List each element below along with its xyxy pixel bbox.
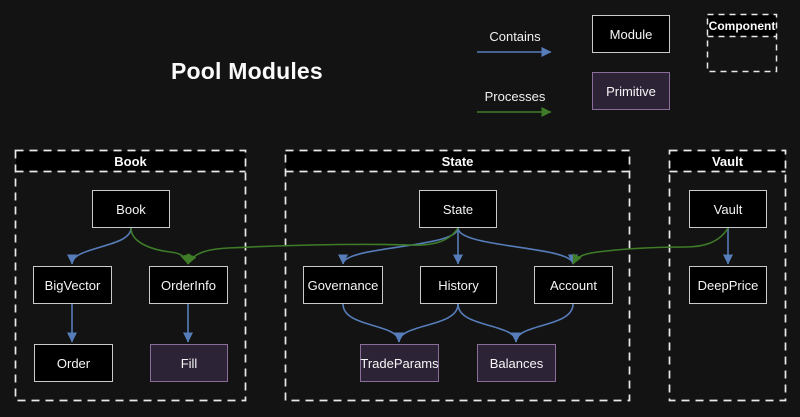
node-tradeparams: TradeParams xyxy=(360,344,439,382)
node-orderinfo: OrderInfo xyxy=(149,266,228,304)
edge-state-governance xyxy=(338,227,459,265)
legend-processes-label: Processes xyxy=(484,89,546,104)
legend-module-box: Module xyxy=(592,15,670,53)
node-governance: Governance xyxy=(303,266,383,304)
edge-vault-account xyxy=(572,227,729,265)
node-deepprice: DeepPrice xyxy=(689,266,767,304)
node-state: State xyxy=(419,190,497,228)
node-fill: Fill xyxy=(150,344,228,382)
node-order: Order xyxy=(34,344,113,382)
edge-state-orderinfo xyxy=(187,227,459,265)
node-vault: Vault xyxy=(689,190,767,228)
legend-component-label: Component xyxy=(708,15,776,36)
edge-state-account xyxy=(457,227,578,265)
node-bigvector: BigVector xyxy=(33,266,112,304)
node-history: History xyxy=(420,266,497,304)
diagram-title: Pool Modules xyxy=(171,58,323,84)
edge-book-orderinfo xyxy=(130,227,191,265)
node-balances: Balances xyxy=(477,344,556,382)
edge-book-bigvector xyxy=(67,227,132,265)
container-state-header: State xyxy=(286,151,629,171)
edge-governance-tradeparams xyxy=(342,303,404,343)
container-book-header: Book xyxy=(16,151,245,171)
edge-history-tradeparams xyxy=(394,303,459,343)
edge-history-balances xyxy=(457,303,521,343)
legend-contains-label: Contains xyxy=(489,29,541,44)
container-vault-header: Vault xyxy=(670,151,785,171)
node-account: Account xyxy=(534,266,613,304)
node-book: Book xyxy=(92,190,170,228)
legend-primitive-box: Primitive xyxy=(592,72,670,110)
edge-account-balances xyxy=(511,303,574,343)
